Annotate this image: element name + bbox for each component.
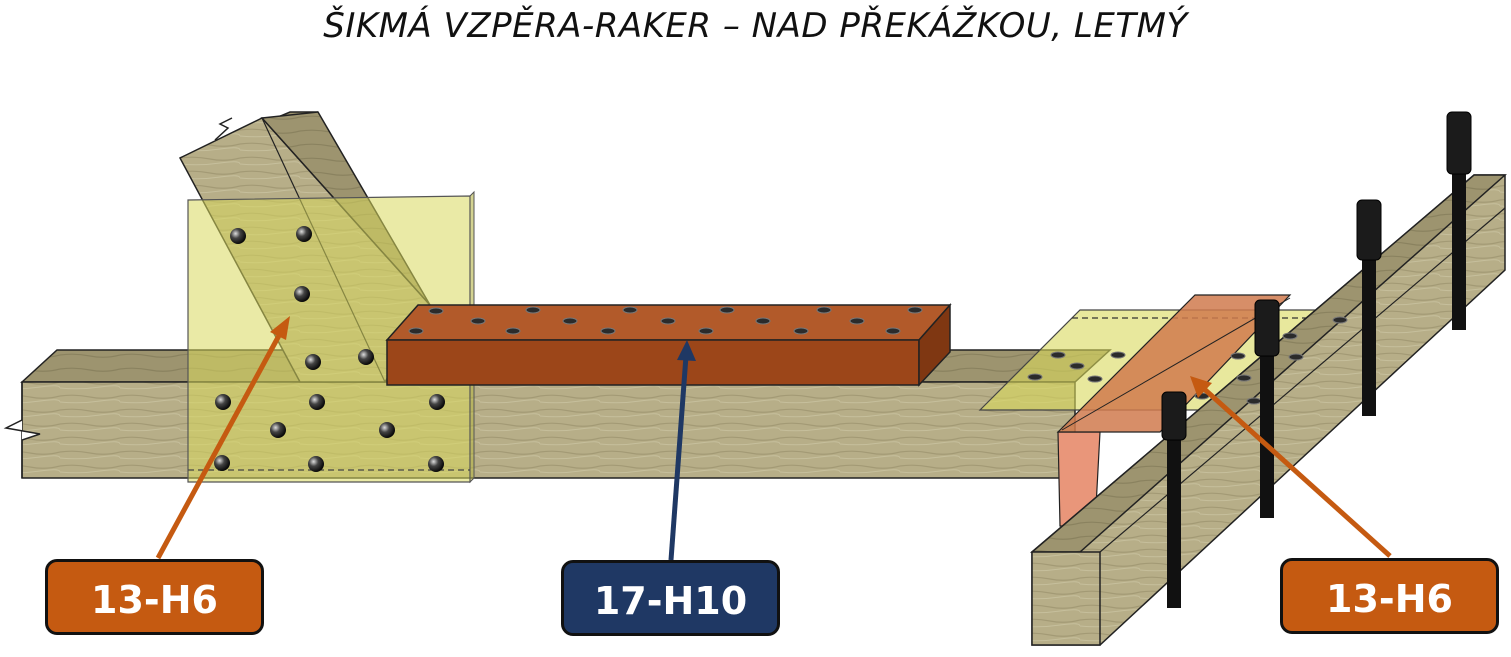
label-right-plate: 13-H6 [1280, 558, 1499, 634]
diagram-title: ŠIKMÁ VZPĚRA-RAKER – NAD PŘEKÁŽKOU, LETM… [323, 6, 1188, 46]
pointer-arrow-left [155, 316, 290, 560]
right-plate-nails [1027, 316, 1348, 405]
left-gusset-plate [187, 190, 475, 484]
pointer-arrow-middle [668, 340, 696, 561]
cleat-block [385, 303, 952, 387]
left-nails [214, 226, 445, 472]
pointer-arrow-right [1190, 376, 1392, 558]
label-cleat: 17-H10 [561, 560, 780, 636]
steel-stakes [1161, 111, 1472, 608]
label-left-gusset: 13-H6 [45, 559, 264, 635]
cleat-nails [408, 306, 923, 335]
